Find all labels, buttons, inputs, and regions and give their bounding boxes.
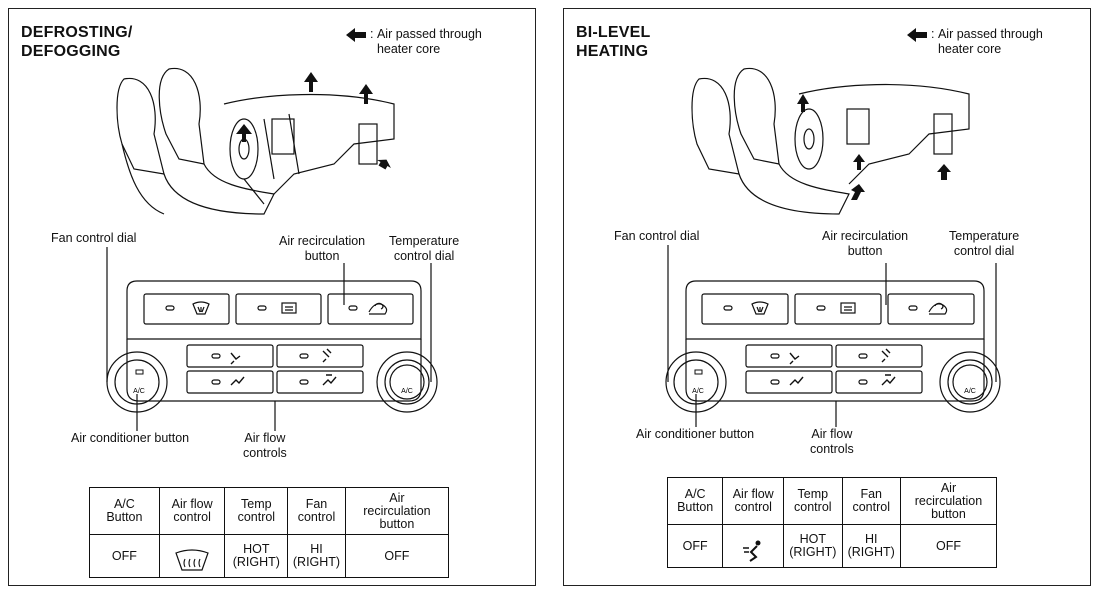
bilevel-mode-icon <box>322 348 332 363</box>
temp-dial-text: A/C <box>964 388 976 395</box>
air-recirculation-button-label: Air recirculation button <box>822 229 909 258</box>
foot-mode-icon <box>789 376 804 386</box>
header-fan: Fan control <box>841 477 901 525</box>
filled-left-arrow-icon <box>346 28 366 42</box>
header-air-recirc: Air recirculation button <box>344 487 450 535</box>
bilevel-panel: BI-LEVEL HEATING : Air passed through he… <box>563 8 1091 586</box>
air-conditioner-button-label: Air conditioner button <box>71 431 190 445</box>
settings-table: A/C Button Air flow control Temp control… <box>89 487 450 578</box>
header-ac-button: A/C Button <box>666 477 724 525</box>
control-panel-diagram: A/C A/C <box>106 247 438 431</box>
rear-defrost-icon <box>840 302 856 314</box>
recirculation-icon <box>928 302 948 315</box>
header-ac-button: A/C Button <box>89 487 160 535</box>
recirculation-icon <box>368 302 388 315</box>
legend-prefix: : <box>370 27 377 41</box>
air-flow-controls-label: Air flow controls <box>810 427 854 456</box>
fan-control-dial-label: Fan control dial <box>51 231 137 245</box>
settings-table: A/C Button Air flow control Temp control… <box>666 477 998 568</box>
bilevel-mode-icon <box>743 540 761 562</box>
value-fan: HI (RIGHT) <box>841 524 901 568</box>
defrosting-panel: DEFROSTING/ DEFOGGING : Air passed throu… <box>8 8 536 586</box>
header-air-flow: Air flow control <box>722 477 785 525</box>
foot-defrost-mode-icon <box>881 374 896 386</box>
vent-mode-icon <box>789 352 800 365</box>
temp-dial-text: A/C <box>401 388 413 395</box>
legend-text: Air passed through heater core <box>376 27 482 56</box>
header-air-flow: Air flow control <box>158 487 226 535</box>
value-temp: HOT (RIGHT) <box>224 534 289 578</box>
legend: : Air passed through heater core <box>346 27 482 57</box>
legend-prefix: : <box>931 27 938 41</box>
filled-left-arrow-icon <box>907 28 927 42</box>
car-interior-illustration <box>116 67 395 215</box>
rear-defrost-icon <box>281 302 297 314</box>
vent-mode-icon <box>230 352 241 365</box>
fan-control-dial-label: Fan control dial <box>614 229 700 243</box>
foot-mode-icon <box>230 376 245 386</box>
legend: : Air passed through heater core <box>907 27 1043 57</box>
temperature-control-dial-label: Temperature control dial <box>949 229 1020 258</box>
front-defrost-icon <box>751 301 769 315</box>
value-temp: HOT (RIGHT) <box>783 524 843 568</box>
value-ac-button: OFF <box>666 524 724 568</box>
front-defrost-icon <box>192 301 210 315</box>
air-conditioner-button-label: Air conditioner button <box>636 427 755 441</box>
car-interior-illustration <box>691 67 970 215</box>
value-air-flow <box>722 524 785 568</box>
header-fan: Fan control <box>287 487 346 535</box>
value-fan: HI (RIGHT) <box>287 534 346 578</box>
value-ac-button: OFF <box>89 534 160 578</box>
legend-text: Air passed through heater core <box>937 27 1043 56</box>
panel-title: BI-LEVEL HEATING <box>576 24 651 60</box>
air-flow-controls-label: Air flow controls <box>243 431 287 460</box>
temperature-control-dial-label: Temperature control dial <box>389 234 460 263</box>
ac-dial-text: A/C <box>692 388 704 395</box>
foot-defrost-mode-icon <box>322 374 337 386</box>
header-air-recirc: Air recirculation button <box>899 477 998 525</box>
control-panel-diagram: A/C A/C <box>665 245 1001 427</box>
front-defrost-icon <box>175 549 209 571</box>
header-temp: Temp control <box>224 487 289 535</box>
air-recirculation-button-label: Air recirculation button <box>279 234 366 263</box>
value-air-flow <box>158 534 226 578</box>
value-air-recirc: OFF <box>899 524 998 568</box>
value-air-recirc: OFF <box>344 534 450 578</box>
ac-dial-text: A/C <box>133 388 145 395</box>
panel-title: DEFROSTING/ DEFOGGING <box>21 24 133 60</box>
header-temp: Temp control <box>783 477 843 525</box>
bilevel-mode-icon <box>881 348 891 363</box>
